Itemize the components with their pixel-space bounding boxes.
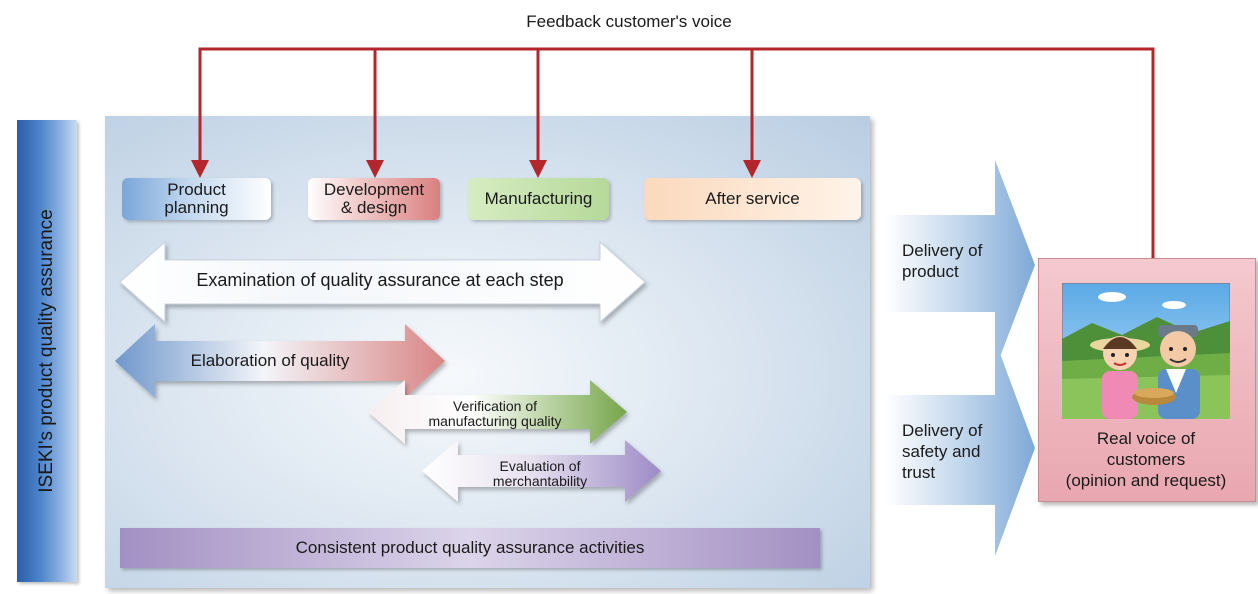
elaboration-label: Elaboration of quality	[190, 351, 350, 370]
step-development-design: Development & design	[308, 178, 440, 220]
delivery-product-arrow	[885, 160, 1035, 370]
consistent-activities-bar: Consistent product quality assurance act…	[120, 528, 820, 568]
verification-label: Verification of manufacturing quality	[428, 398, 562, 429]
delivery-safety-label: Delivery of safety and trust	[902, 421, 983, 482]
customer-label: Real voice of customers (opinion and req…	[1065, 429, 1227, 490]
customers-illustration	[1062, 283, 1230, 419]
examination-arrow	[119, 240, 646, 324]
delivery-safety-arrow	[885, 340, 1035, 556]
step-manufacturing: Manufacturing	[468, 178, 609, 220]
verification-arrow	[368, 380, 627, 444]
delivery-product-label: Delivery of product	[902, 241, 983, 281]
examination-label: Examination of quality assurance at each…	[196, 270, 564, 290]
step-product-planning: Product planning	[122, 178, 271, 220]
feedback-arrowheads	[191, 160, 761, 178]
evaluation-label: Evaluation of merchantability	[492, 458, 588, 489]
side-bar	[17, 120, 77, 582]
step-after-service: After service	[644, 178, 861, 220]
feedback-title: Feedback customer's voice	[526, 12, 732, 31]
elaboration-arrow	[115, 324, 445, 398]
evaluation-arrow	[422, 440, 661, 502]
feedback-loop	[198, 47, 1155, 258]
